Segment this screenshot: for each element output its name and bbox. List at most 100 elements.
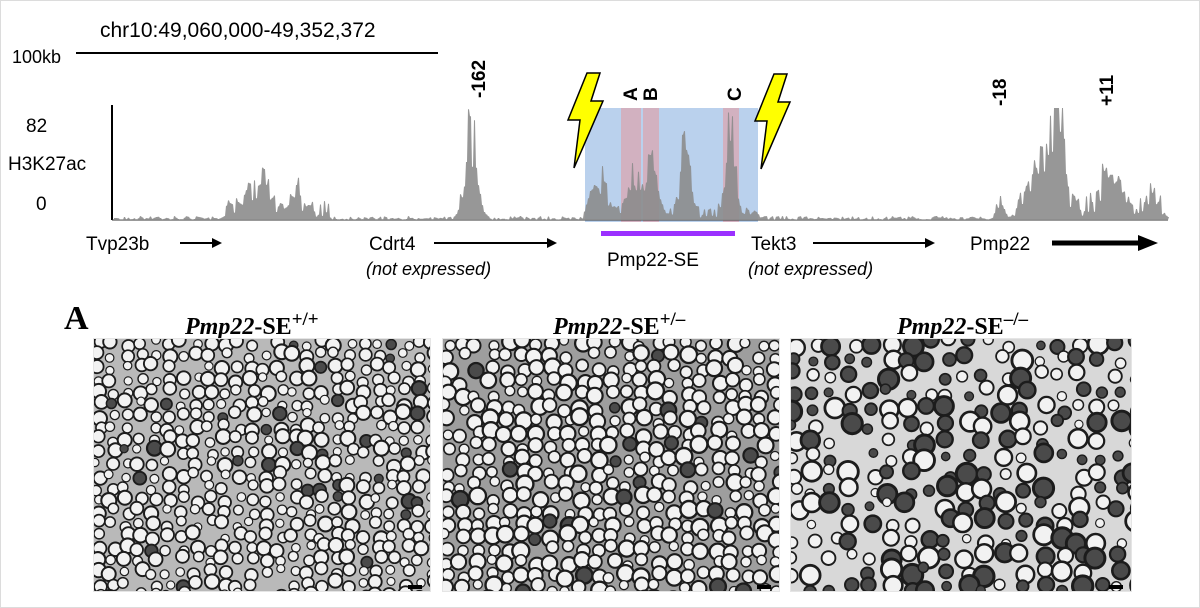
axon (513, 339, 531, 349)
axon (1015, 579, 1030, 591)
axon (993, 578, 1006, 591)
axon (694, 462, 709, 477)
axon (861, 339, 882, 355)
axon (864, 402, 878, 416)
axon (230, 360, 244, 374)
axon (300, 444, 319, 462)
axon (231, 552, 244, 565)
axon (191, 384, 207, 400)
axon (426, 346, 430, 360)
axon (489, 476, 501, 487)
axon (200, 420, 213, 433)
axon (561, 539, 575, 553)
axon (665, 568, 684, 587)
axon (754, 455, 768, 469)
axon (115, 550, 132, 567)
axon (372, 339, 383, 350)
axon (275, 518, 285, 528)
axon (255, 540, 272, 557)
axon (995, 349, 1010, 364)
axon (319, 394, 330, 405)
axon (636, 505, 651, 520)
axon (312, 421, 325, 434)
axon (94, 345, 105, 360)
axon (319, 412, 331, 424)
axon (696, 565, 710, 580)
axon (578, 530, 593, 545)
axon (192, 550, 205, 563)
axon (443, 467, 455, 483)
axon (162, 589, 170, 591)
axon (921, 339, 940, 349)
axon (769, 385, 779, 400)
axon (915, 580, 935, 591)
axon (1015, 452, 1027, 464)
axon (204, 361, 214, 371)
axon (341, 580, 356, 591)
axon (243, 516, 254, 527)
axon (381, 392, 396, 408)
axon (1050, 413, 1065, 428)
axon (773, 397, 779, 412)
axon (454, 463, 468, 478)
axon (608, 339, 622, 348)
axon (214, 428, 232, 445)
axon (133, 339, 146, 350)
axon (220, 469, 231, 480)
axon (261, 350, 272, 361)
axon (838, 477, 859, 498)
axon (143, 397, 159, 413)
axon (750, 466, 767, 483)
axon (768, 426, 779, 442)
axon (313, 431, 330, 448)
axon (1095, 386, 1109, 399)
axon (1095, 577, 1111, 591)
axon (161, 466, 178, 482)
axon (542, 513, 558, 529)
axon (607, 552, 623, 569)
axon (176, 407, 190, 421)
axon (568, 464, 588, 484)
axon (840, 514, 860, 534)
axon (749, 396, 767, 413)
peak-label-plus11: +11 (1097, 74, 1118, 106)
axon (982, 339, 994, 346)
axon (691, 542, 709, 561)
axon (472, 507, 486, 520)
axon (623, 466, 635, 478)
axon (184, 524, 201, 541)
axon (327, 357, 344, 374)
axon (367, 586, 382, 591)
axon (646, 486, 663, 503)
axon (846, 548, 858, 560)
axon (219, 388, 231, 400)
super-enhancer-label: Pmp22-SE (607, 250, 699, 271)
axon (257, 396, 269, 407)
axon (1056, 390, 1068, 402)
axon (330, 393, 345, 408)
axon (881, 528, 900, 547)
axon (645, 381, 666, 401)
axon (509, 424, 528, 443)
axon (472, 579, 483, 590)
axon (201, 502, 216, 516)
axon (341, 490, 357, 506)
axon (276, 504, 288, 516)
axon (1112, 450, 1124, 462)
peak-label-c: C (725, 87, 746, 101)
axon (623, 516, 635, 528)
axon (382, 587, 396, 591)
axon (936, 474, 959, 498)
axon (738, 378, 754, 393)
axon (602, 464, 615, 476)
axon (864, 501, 875, 512)
axon (527, 383, 544, 400)
axon (1106, 339, 1124, 352)
axon (559, 451, 576, 469)
axon (942, 352, 957, 367)
axon (913, 351, 935, 373)
axon (1114, 386, 1126, 398)
arrowhead-icon (547, 238, 557, 248)
axon (501, 486, 519, 504)
axon (955, 346, 974, 365)
